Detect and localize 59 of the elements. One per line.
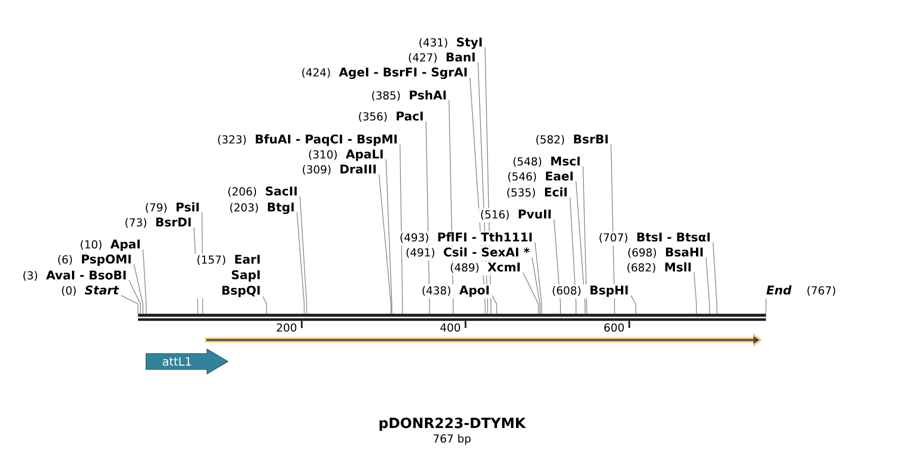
leader-line xyxy=(262,296,267,314)
site-label: (424) AgeI - BsrFI - SgrAI xyxy=(300,66,470,80)
leader-line xyxy=(142,249,147,314)
leader-line xyxy=(300,196,308,314)
site-label: (582) BsrBI xyxy=(534,133,610,148)
leader-line xyxy=(134,264,144,314)
site-label: (73) BsrDI xyxy=(123,216,194,230)
leader-line xyxy=(522,272,539,314)
site-label: (489) XcmI xyxy=(448,261,522,276)
site-label: (608) BspHI xyxy=(550,284,630,298)
tick-label: 600 xyxy=(604,323,624,332)
end-label: End (767) xyxy=(764,284,838,298)
site-label: (310) ApaLI xyxy=(306,148,386,162)
map-caption: 767 bp xyxy=(434,434,471,445)
site-label: (10) ApaI xyxy=(78,238,142,252)
leader-line xyxy=(386,159,392,314)
site-label: (6) PspOMI xyxy=(56,253,134,268)
leader-line xyxy=(576,181,586,314)
leader-line xyxy=(378,174,392,314)
feature-tag: attL1 xyxy=(146,348,229,375)
site-label: (682) MslI xyxy=(625,261,694,276)
site-label: (3) AvaI - BsoBI xyxy=(21,269,128,284)
site-label: (698) BsaHI xyxy=(626,246,706,260)
leader-line xyxy=(706,257,710,314)
site-label: (79) PsiI xyxy=(143,201,202,216)
leader-line xyxy=(128,280,141,314)
leader-line xyxy=(492,295,498,314)
leader-line xyxy=(296,212,305,314)
site-label: (206) SacII xyxy=(226,185,300,200)
site-label: (323) BfuAI - PaqCI - BspMI xyxy=(216,133,400,148)
map-title: pDONR223-DTYMK xyxy=(380,418,526,431)
site-label: (707) BtsI - BtsαI xyxy=(597,231,712,246)
leader-line xyxy=(570,197,576,314)
site-label: (356) PacI xyxy=(356,110,426,124)
leader-line xyxy=(532,257,540,314)
leader-line xyxy=(712,242,718,314)
site-label: (438) ApoI xyxy=(420,284,492,298)
site-label: (516) PvuII xyxy=(478,208,554,222)
leader-line xyxy=(120,295,138,314)
site-label: (491) CsiI - SexAI * xyxy=(404,246,532,260)
leader-line xyxy=(534,242,542,314)
start-label: (0) Start xyxy=(60,284,120,298)
leader-line xyxy=(400,144,403,314)
site-label: (203) BtgI xyxy=(228,201,296,216)
site-label: (385) PshAI xyxy=(370,89,448,104)
site-label: (535) EciI xyxy=(504,186,570,200)
leader-line xyxy=(582,166,588,314)
tick-label: 400 xyxy=(440,323,460,332)
leader-line xyxy=(630,295,636,314)
site-label: (427) BanI xyxy=(406,51,478,66)
sequence-bar xyxy=(138,314,766,321)
site-label: (548) MscI xyxy=(511,155,582,170)
site-label: (546) EaeI xyxy=(506,170,576,184)
tick-label: 200 xyxy=(276,323,296,332)
site-label: (493) PflFI - Tth111I xyxy=(398,231,534,246)
site-label: (309) DraIII xyxy=(300,163,378,178)
site-label: (431) StyI xyxy=(417,36,484,50)
leader-line xyxy=(694,272,697,314)
site-label: (157) EarI SapI BspQI xyxy=(195,253,262,299)
